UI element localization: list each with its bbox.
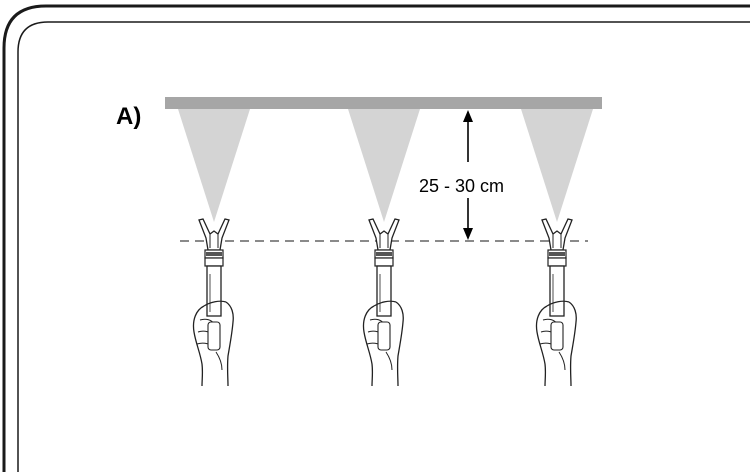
spray-cone-right — [521, 109, 593, 222]
spray-cone-middle — [348, 109, 420, 222]
section-label: A) — [116, 103, 141, 130]
spray-cone-left — [178, 109, 250, 222]
spray-gun-middle — [362, 218, 404, 387]
distance-label: 25 - 30 cm — [419, 176, 504, 196]
panel-frame — [2, 4, 750, 472]
panel-inner-frame — [17, 21, 750, 472]
distance-arrow — [463, 110, 473, 240]
sprayed-surface — [165, 97, 602, 109]
spray-gun-right — [535, 218, 577, 387]
spray-gun-left — [192, 218, 234, 387]
